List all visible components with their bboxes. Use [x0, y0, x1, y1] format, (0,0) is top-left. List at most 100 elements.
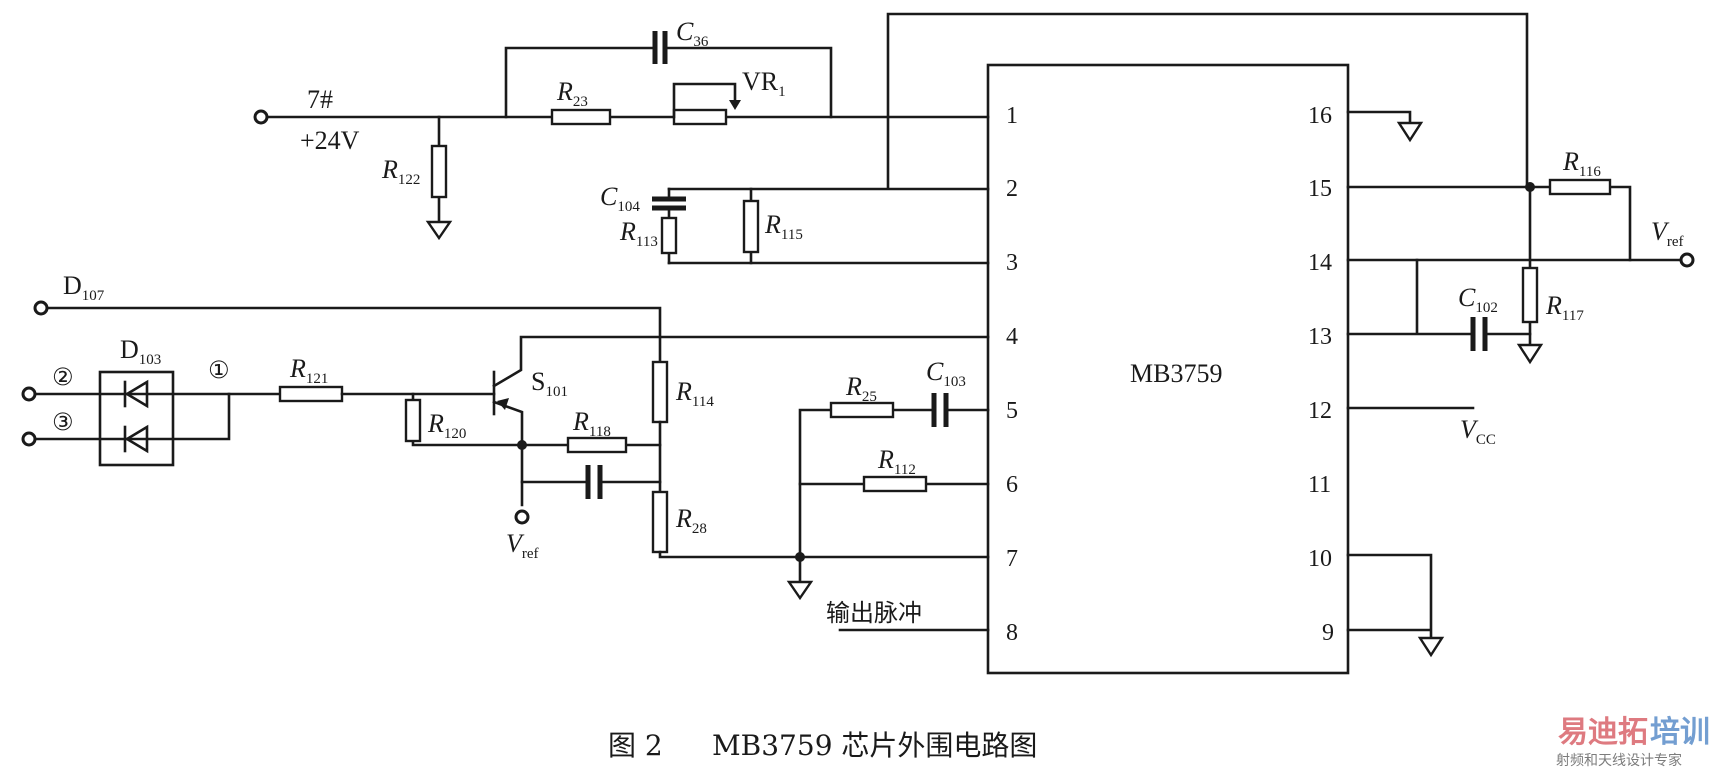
watermark-brand-1: 易迪拓 [1558, 715, 1648, 750]
vr1-wiper-arrow-icon [729, 100, 741, 110]
pin-6-label: 6 [1006, 472, 1018, 498]
d103-package [98, 370, 175, 467]
node-3-terminal [21, 431, 37, 447]
pin-14-label: 14 [1308, 250, 1332, 276]
ground-icon [786, 580, 814, 601]
pin-7-label: 7 [1006, 546, 1018, 572]
c102-label: C102 [1458, 283, 1498, 316]
r112-resistor [862, 475, 928, 493]
vref-terminal-left [514, 509, 530, 525]
r114-label: R114 [675, 377, 714, 410]
node-2-label: ② [52, 363, 74, 391]
d107-terminal [33, 300, 49, 316]
pin-4-label: 4 [1006, 324, 1018, 350]
vr1-wiper-wire [672, 82, 737, 119]
diode-2-icon [124, 424, 149, 454]
wire-d103 [33, 392, 231, 441]
vcc-label: VCC [1460, 415, 1496, 448]
s101-emitter-wire [492, 400, 524, 507]
pin5-pin7-network: R25 C103 R112 输出脉冲 [786, 357, 990, 632]
s101-label: S101 [531, 367, 568, 400]
output-pulse-label: 输出脉冲 [826, 599, 922, 627]
wire-top-loop [886, 12, 1529, 189]
wire-pin10-pin9 [1346, 553, 1433, 640]
r116-resistor [1548, 178, 1612, 196]
pin-10-label: 10 [1308, 546, 1332, 572]
r117-label: R117 [1545, 291, 1584, 324]
pin-3-label: 3 [1006, 250, 1018, 276]
wire-pin13 [1346, 258, 1532, 336]
r23-resistor [550, 108, 612, 126]
node-2-terminal [21, 386, 37, 402]
r115-label: R115 [764, 210, 803, 243]
c104-label: C104 [600, 182, 640, 215]
r25-resistor [829, 401, 895, 419]
wire-pin15 [1346, 185, 1632, 262]
r113-resistor [660, 216, 678, 255]
right-side-network: R116 Vref R117 C102 VCC [1346, 110, 1695, 658]
vref-right-label: Vref [1651, 217, 1684, 250]
pin-8-label: 8 [1006, 620, 1018, 646]
node-3-label: ③ [52, 408, 74, 436]
ground-icon [1417, 636, 1445, 658]
r112-label: R112 [877, 445, 916, 478]
pin2-pin3-network: C104 R113 R115 [600, 182, 990, 265]
vr1-label: VR1 [742, 67, 786, 100]
input-24v-network: 7# +24V C36 R23 VR1 R122 [253, 17, 990, 241]
vref-left-label: Vref [506, 529, 539, 562]
input-24v-label: +24V [300, 126, 360, 155]
s101-transistor-network: R121 R120 S101 R118 Vref R114 R28 [278, 335, 990, 562]
caption-text: MB3759 芯片外围电路图 [712, 729, 1037, 762]
d103-diode-pair: D103 ② ③ ① [21, 335, 282, 467]
r121-resistor [278, 385, 344, 403]
r23-label: R23 [556, 77, 588, 110]
pin-12-label: 12 [1308, 398, 1332, 424]
r121-label: R121 [289, 354, 328, 387]
pin-13-label: 13 [1308, 324, 1332, 350]
ground-icon [1516, 343, 1544, 365]
r118-resistor [566, 436, 628, 454]
r120-resistor [404, 398, 422, 443]
r114-resistor [651, 360, 669, 424]
s101-collector-wire [492, 335, 990, 388]
watermark-brand-2: 培训 [1650, 715, 1710, 750]
pin-15-label: 15 [1308, 176, 1332, 202]
vr1-potentiometer [672, 108, 728, 126]
watermark: 易迪拓 培训 射频和天线设计专家 [1556, 715, 1710, 769]
r25-label: R25 [845, 372, 877, 405]
r113-label: R113 [619, 217, 658, 250]
pin-11-label: 11 [1308, 472, 1331, 498]
pin-5-label: 5 [1006, 398, 1018, 424]
s101-emitter-arrow-icon [497, 398, 509, 410]
r122-resistor [430, 144, 448, 199]
pin-16-label: 16 [1308, 103, 1332, 129]
r28-resistor [651, 490, 669, 554]
ground-icon [1396, 121, 1424, 143]
r116-label: R116 [1562, 147, 1601, 180]
ground-icon [425, 220, 453, 241]
diode-1-icon [124, 379, 149, 409]
watermark-tagline: 射频和天线设计专家 [1556, 752, 1682, 769]
input-7-label: 7# [307, 85, 333, 114]
vref-terminal-right [1679, 252, 1695, 268]
chip-name: MB3759 [1130, 359, 1222, 388]
wire-pin5 [798, 408, 990, 559]
c103-label: C103 [926, 357, 966, 390]
pin-9-label: 9 [1322, 620, 1334, 646]
chip-body [986, 63, 1350, 675]
r122-label: R122 [381, 155, 420, 188]
r28-label: R28 [675, 504, 707, 537]
c36-label: C36 [676, 17, 709, 50]
r115-resistor [742, 199, 760, 254]
d103-label: D103 [120, 335, 161, 368]
wire-pin7 [658, 550, 990, 559]
wire-pin16 [1346, 110, 1412, 125]
wire-c36 [504, 46, 833, 119]
mb3759-chip: MB3759 1 2 3 4 5 6 7 8 16 15 14 13 12 11… [986, 63, 1350, 675]
caption-prefix: 图 2 [608, 729, 663, 762]
d107-label: D107 [63, 271, 105, 304]
input-terminal-24v [253, 109, 269, 125]
pin-2-label: 2 [1006, 176, 1018, 202]
d107-line: D107 [33, 271, 662, 364]
